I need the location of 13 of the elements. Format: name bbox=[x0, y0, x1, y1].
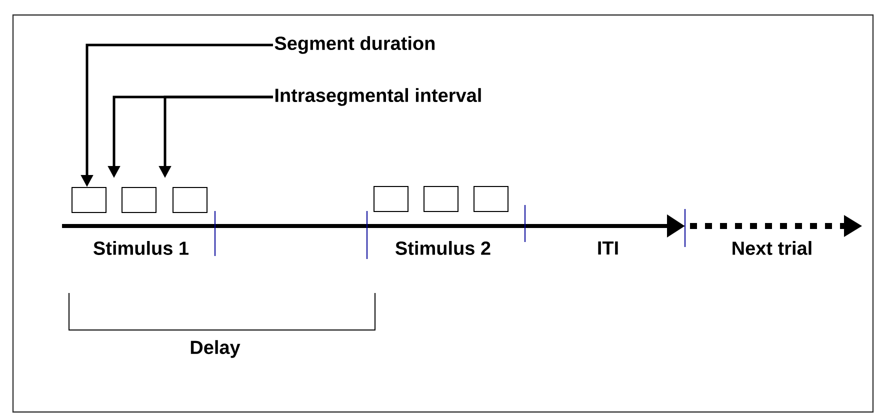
segment-box bbox=[122, 187, 156, 213]
leader-text: Segment duration bbox=[274, 36, 435, 54]
timeline-label: Next trial bbox=[732, 241, 812, 255]
segment-box bbox=[474, 186, 508, 212]
segment-box bbox=[172, 187, 208, 213]
leader-text: Intrasegmental interval bbox=[275, 88, 481, 106]
timeline-label: ITI bbox=[598, 241, 618, 255]
timeline-label: Stimulus 1 bbox=[94, 241, 188, 255]
segment-box bbox=[374, 186, 408, 212]
segment-box bbox=[424, 186, 458, 212]
segment-box bbox=[72, 187, 106, 213]
timeline-label: Delay bbox=[190, 340, 240, 358]
timeline-label: Stimulus 2 bbox=[396, 241, 490, 255]
